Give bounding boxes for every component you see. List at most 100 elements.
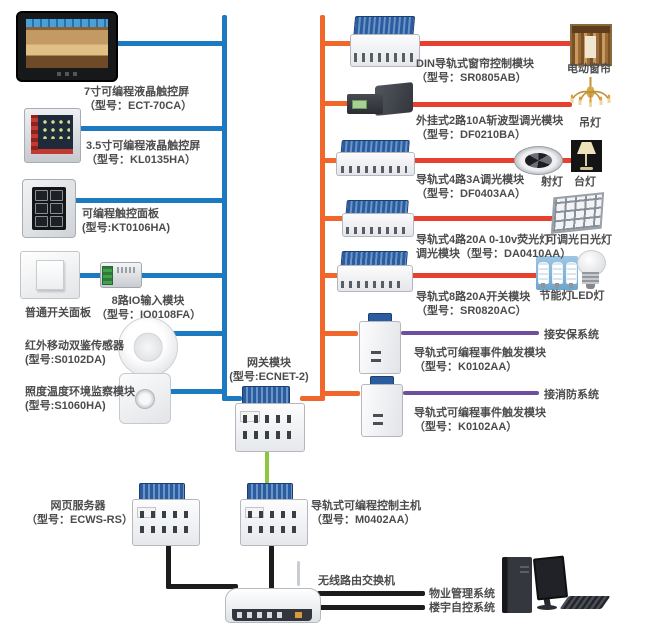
touchscreen-35in-sidebar (31, 115, 38, 154)
router-antenna (297, 561, 300, 586)
touch-panel-keypad (32, 187, 66, 230)
led-bulb-image (577, 250, 606, 290)
pir-sensor-label: 红外移动双鉴传感器 (型号:S0102DA) (25, 340, 124, 367)
fluorescent-grid-light-image (550, 192, 605, 234)
switch-8x20a-module-image (337, 251, 413, 292)
router-to-ba-line (317, 605, 425, 610)
env-sensor-label: 照度温度环境监察模块 (型号:S1060HA) (25, 386, 135, 413)
web-server-module-image (132, 483, 200, 546)
touch-panel-image (22, 179, 76, 238)
dimmer-0-10v-label: 导轨式4路20A 0-10v荧光灯 调光模块（型号：DA0410AA） (416, 234, 572, 261)
desktop-computer-image (500, 555, 611, 617)
touchscreen-35in-label: 3.5寸可编程液晶触控屏 （型号：KL0135HA） (86, 140, 201, 167)
electric-curtain-image (570, 24, 612, 66)
branch-line-dimmer-4x3a (320, 158, 340, 163)
switch-module-label: 导轨式8路20A开关模块 （型号：SR0820AC） (416, 291, 531, 318)
dimmer-4x3a-label: 导轨式4路3A调光模块 （型号：DF0403AA） (416, 174, 527, 201)
load-line-curtain (416, 41, 572, 46)
led-load-label: LED灯 (571, 290, 605, 302)
controller-label: 导轨式可编程控制主机 （型号：M0402AA） (311, 500, 421, 527)
pir-sensor-image (118, 317, 178, 377)
event-trigger-module-2-image (358, 376, 405, 438)
io-green-terminal (102, 266, 113, 285)
load-line-spot-lamp (411, 158, 573, 163)
router-wan-port (295, 612, 302, 618)
io-module-label: 8路IO输入模块 （型号：IO0108FA） (96, 295, 202, 322)
wireless-router-image (225, 561, 321, 623)
gateway-module-image (235, 386, 305, 452)
cfl-bulbs-image (536, 256, 578, 290)
event-trigger-module-1-image (356, 313, 403, 375)
touchscreen-7in-label: 7寸可编程液晶触控屏 （型号：ECT-70CA） (84, 86, 193, 113)
controller-module-image (240, 483, 308, 546)
branch-line-dimmer-0-10v (320, 216, 345, 221)
table-lamp-load-label: 台灯 (574, 176, 596, 188)
branch-line-touchpanel (71, 198, 227, 203)
branch-line-event-module-1 (320, 331, 358, 336)
right-bus-elbow-line (300, 396, 325, 401)
security-system-label: 接安保系统 (544, 329, 599, 341)
computer-tower (502, 557, 532, 613)
web-server-label: 网页服务器 （型号：ECWS-RS） (26, 500, 133, 527)
fluorescent-load-label: 可调光日光灯 (546, 234, 612, 246)
cfl-load-label: 节能灯 (539, 290, 573, 302)
pir-sensor-lens (133, 332, 163, 362)
touch-panel-label: 可编程触控面板 (型号:KT0106HA) (82, 208, 171, 235)
branch-line-io-module (77, 273, 227, 278)
branch-line-switch-module (320, 273, 340, 278)
io-input-module-image (100, 262, 142, 288)
touchscreen-35in-screen (31, 115, 73, 154)
webserver-drop-line (166, 544, 171, 589)
wall-switch-label: 普通开关面板 (25, 307, 91, 319)
load-line-bulbs (409, 273, 539, 278)
touchscreen-7in-iconbar (26, 19, 108, 27)
left-bus-elbow-line (222, 396, 242, 401)
touchscreen-7in-image (16, 11, 118, 82)
load-line-chandelier (411, 102, 572, 107)
dimmer-display (352, 100, 367, 109)
gateway-to-controller-line (265, 450, 269, 487)
event-module-1-label: 导轨式可编程事件触发模块 （型号：K0102AA） (414, 347, 546, 374)
dimmer-0-10v-module-image (342, 200, 414, 237)
dimmer-4x3a-module-image (336, 140, 415, 176)
touchscreen-7in-buttons (57, 72, 77, 76)
router-to-pm-line (317, 591, 425, 596)
left-bus-line (222, 15, 227, 401)
touchscreen-35in-image (24, 108, 81, 163)
computer-keyboard (559, 596, 611, 609)
branch-line-pir-sensor (171, 331, 227, 336)
branch-line-touchscreen7 (112, 41, 227, 46)
chandelier-image (570, 77, 611, 107)
webserver-to-router-line (166, 584, 238, 589)
right-bus-line (320, 15, 325, 401)
fire-system-line (403, 391, 539, 395)
security-system-line (401, 331, 539, 335)
spotlight-load-label: 射灯 (541, 176, 563, 188)
ba-system-label: 楼宇自控系统 (429, 602, 495, 614)
router-lan-ports (237, 612, 287, 618)
branch-line-curtain-module (320, 41, 352, 46)
chandelier-load-label: 吊灯 (579, 117, 601, 129)
wall-switch-rocker (36, 260, 64, 290)
env-sensor-image (119, 373, 171, 424)
event-module-2-label: 导轨式可编程事件触发模块 （型号：K0102AA） (414, 407, 546, 434)
curtain-load-label: 电动窗帘 (567, 63, 611, 75)
wall-switch-image (20, 251, 80, 299)
table-lamp-image (571, 140, 602, 172)
branch-line-event-module-2 (320, 391, 360, 396)
gateway-label: 网关模块 (型号:ECNET-2) (229, 357, 309, 384)
curtain-control-module-image (350, 16, 420, 67)
touchscreen-35in-bottombar (38, 149, 73, 154)
pm-system-label: 物业管理系统 (429, 588, 495, 600)
router-label: 无线路由交换机 (318, 575, 395, 587)
touchscreen-7in-screen (26, 19, 108, 68)
touchscreen-35in-icons (41, 118, 70, 140)
spotlight-image (514, 146, 563, 175)
branch-line-env-sensor (165, 389, 227, 394)
external-dimmer-module-image (347, 82, 413, 116)
branch-line-touchscreen35 (76, 126, 227, 131)
load-line-fluorescent (411, 216, 558, 221)
curtain-module-label: DIN导轨式窗帘控制模块 （型号：SR0805AB） (416, 58, 534, 85)
env-sensor-lens (135, 388, 155, 409)
